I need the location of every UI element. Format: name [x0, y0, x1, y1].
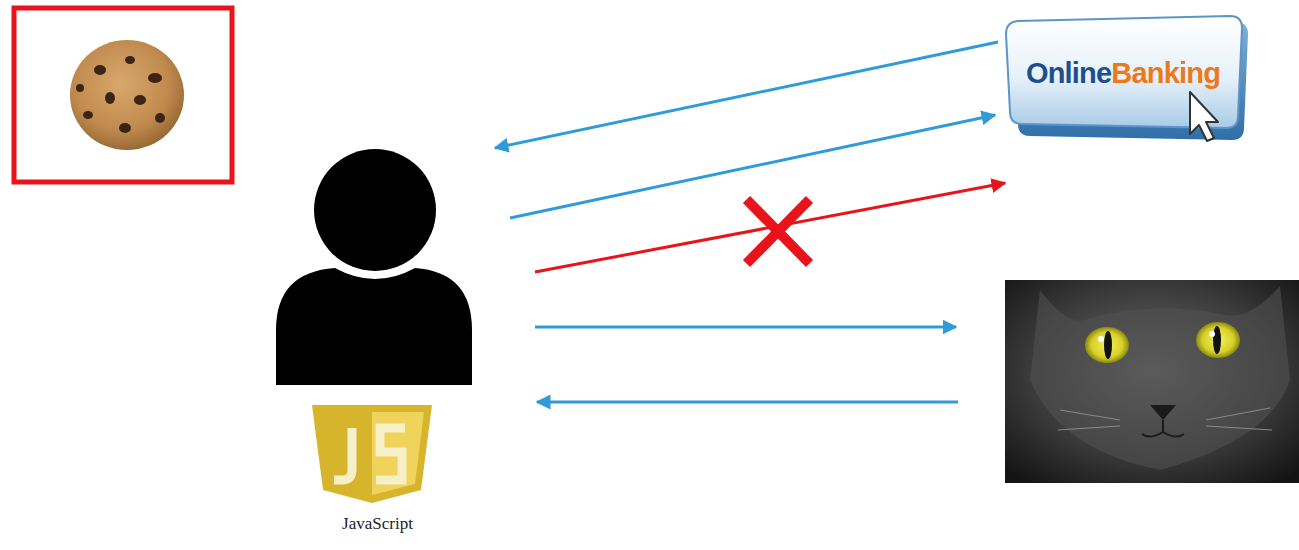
banking-button	[1006, 16, 1248, 140]
user-silhouette	[276, 149, 472, 385]
cat-photo	[1005, 280, 1299, 483]
logo-text: Online	[1026, 57, 1111, 89]
blocked-request-arrow	[535, 183, 1005, 272]
logo-caption: JavaScript	[270, 514, 485, 534]
banking-node: OnlineBanking	[995, 10, 1250, 190]
cookie-frame	[14, 8, 232, 182]
request-arrow	[535, 326, 956, 329]
response-arrow	[537, 401, 958, 404]
blocked-cross	[750, 203, 806, 260]
cookie-icon	[70, 40, 184, 150]
mouse-cursor	[1190, 92, 1218, 141]
javascript-logo	[312, 405, 432, 503]
user-node: JavaScript	[270, 145, 485, 540]
response-arrow	[495, 42, 998, 148]
logo-text: Banking	[1111, 57, 1220, 89]
logo-text-row: OnlineBanking	[1007, 57, 1239, 90]
